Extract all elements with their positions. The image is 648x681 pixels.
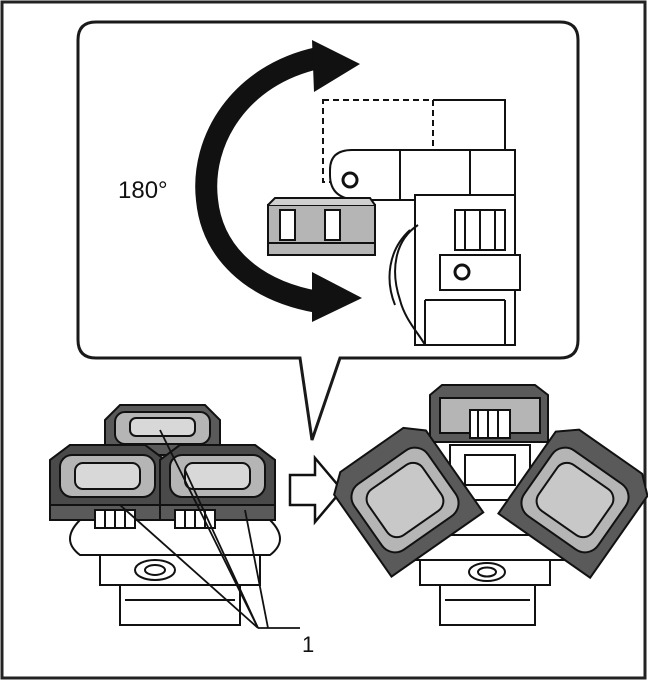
callout-number: 1 [302,632,314,657]
assembly-before [49,404,281,626]
transition-arrow-icon [288,454,344,526]
assembly-after [333,384,648,626]
mechanism-detail [322,99,521,346]
battery-detail [267,197,376,256]
rotation-arrow-icon [195,40,362,322]
rotation-label: 180° [118,177,168,204]
callout-leaders [119,429,300,629]
